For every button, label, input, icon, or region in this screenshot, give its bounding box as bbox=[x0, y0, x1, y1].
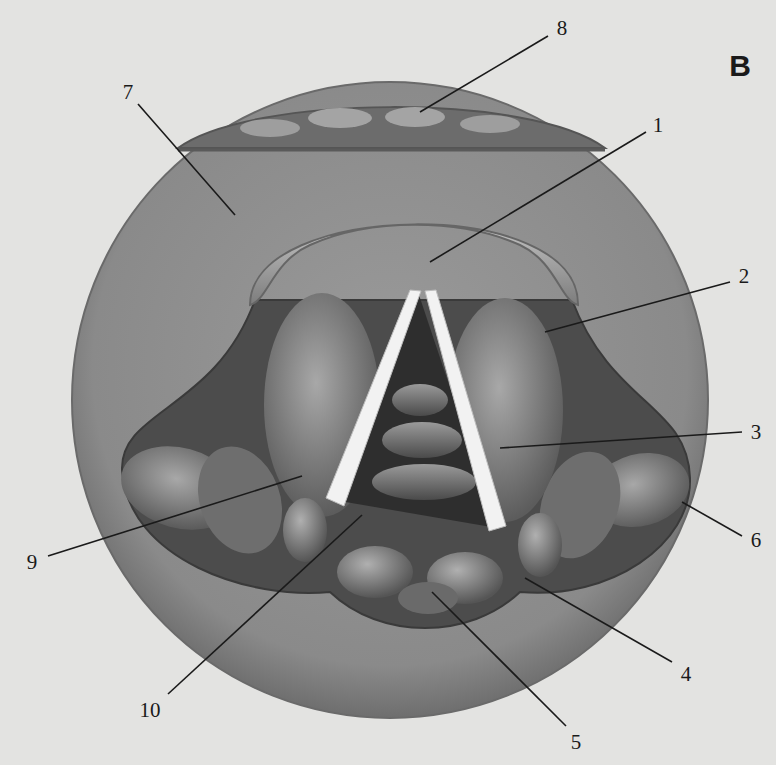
tracheal-ring bbox=[392, 384, 448, 416]
callout-number: 8 bbox=[557, 18, 568, 39]
papilla bbox=[385, 107, 445, 127]
leader-line bbox=[525, 578, 672, 662]
callout-number: 4 bbox=[681, 664, 692, 685]
vocal-fold bbox=[326, 290, 421, 506]
callout-number: 10 bbox=[140, 700, 161, 721]
callout-number: 6 bbox=[751, 530, 762, 551]
callout-number: 9 bbox=[27, 552, 38, 573]
papilla bbox=[460, 115, 520, 133]
callout-number: 2 bbox=[739, 266, 750, 287]
vocal-fold bbox=[425, 290, 506, 531]
papilla bbox=[240, 119, 300, 137]
tongue-base bbox=[178, 107, 605, 148]
leader-line bbox=[48, 476, 302, 556]
leader-line bbox=[430, 132, 646, 262]
cuneiform-tubercle bbox=[518, 513, 562, 577]
leader-line bbox=[545, 282, 730, 332]
leader-line bbox=[420, 36, 548, 112]
corniculate-tubercle bbox=[337, 546, 413, 598]
leader-line bbox=[682, 502, 742, 536]
leader-lines bbox=[48, 36, 742, 726]
leader-line bbox=[138, 104, 235, 215]
callout-number: 5 bbox=[571, 732, 582, 753]
glottis bbox=[334, 292, 497, 528]
panel-letter: B bbox=[729, 51, 751, 81]
callout-number: 7 bbox=[123, 82, 134, 103]
callout-number: 3 bbox=[751, 422, 762, 443]
leader-line bbox=[500, 432, 742, 448]
tongue-edge bbox=[178, 149, 605, 152]
tracheal-ring bbox=[382, 422, 462, 458]
view-disc bbox=[72, 82, 708, 718]
epiglottis bbox=[250, 224, 578, 305]
tracheal-ring bbox=[372, 464, 476, 500]
leader-line bbox=[168, 515, 362, 694]
papilla bbox=[308, 108, 372, 128]
callout-number: 1 bbox=[653, 115, 664, 136]
leader-line bbox=[432, 592, 566, 726]
